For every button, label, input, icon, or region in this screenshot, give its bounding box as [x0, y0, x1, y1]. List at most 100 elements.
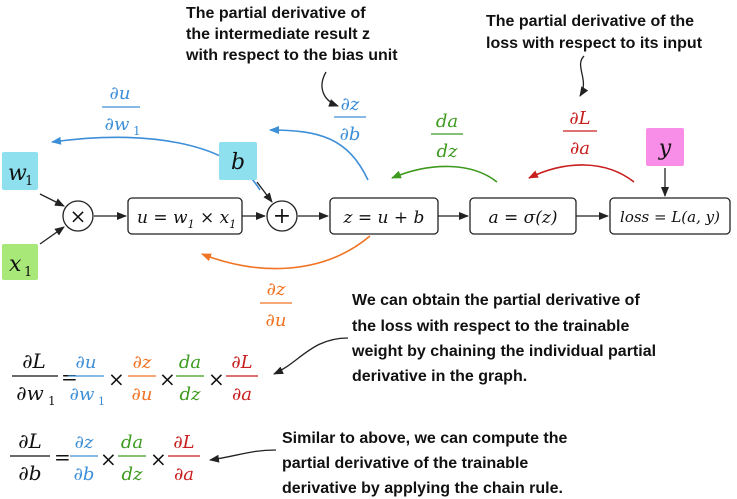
eq1-term-numerator: ∂L	[231, 352, 252, 373]
fraction-denominator: ∂w	[105, 114, 130, 135]
input-x1-subscript: 1	[24, 265, 32, 280]
eq1-lhs-numerator: ∂L	[22, 349, 46, 373]
multiply-symbol: ×	[70, 204, 87, 228]
label-dz-du: ∂z ∂u	[260, 279, 292, 331]
u-node-subscript: 1	[229, 218, 236, 231]
pointer-arrow	[209, 449, 277, 463]
pointer-arrow	[321, 71, 339, 107]
eq1-times: ×	[208, 367, 225, 391]
edge-b-plus	[256, 181, 273, 203]
eq1-term-numerator: ∂u	[76, 352, 97, 373]
u-node-lhs: u = w	[137, 208, 188, 228]
annotation-line: with respect to the bias unit	[185, 47, 398, 64]
eq1-term-numerator: ∂z	[133, 352, 152, 373]
eq2-term-denominator: ∂a	[174, 464, 194, 485]
fraction-subscript: 1	[133, 124, 141, 138]
eq2-times: ×	[100, 447, 117, 471]
label-da-dz: da dz	[431, 111, 463, 162]
plus-circle	[266, 200, 298, 232]
input-w1-subscript: 1	[25, 174, 33, 189]
equation-dL-db: ∂L ∂b = ∂z ∂b × da dz × ∂L ∂a	[10, 429, 200, 485]
eq2-lhs-denominator: ∂b	[18, 461, 41, 485]
eq2-lhs-numerator: ∂L	[18, 429, 42, 453]
annotation-line: the intermediate result z	[186, 26, 370, 43]
u-node: u = w1 × x1	[127, 197, 243, 235]
annotation-line: Similar to above, we can compute the	[282, 430, 568, 447]
a-node-formula: a = σ(z)	[488, 208, 557, 228]
eq1-term-subscript: 1	[98, 395, 105, 408]
eq1-lhs-subscript: 1	[48, 394, 56, 408]
eq1-times: ×	[108, 367, 125, 391]
input-w1-label: w	[8, 161, 27, 186]
eq1-term-denominator: ∂w	[70, 384, 95, 405]
u-node-formula: u = w1 × x1	[137, 208, 236, 231]
eq1-times: ×	[159, 367, 176, 391]
z-node-formula: z = u + b	[343, 208, 425, 228]
input-b-label: b	[231, 150, 245, 175]
input-x1-box	[2, 244, 38, 280]
plus-symbol: +	[273, 204, 291, 229]
annotation-line: weight by chaining the individual partia…	[351, 343, 656, 360]
a-node: a = σ(z)	[469, 197, 577, 235]
eq1-term-numerator: da	[179, 352, 201, 373]
fraction-denominator: dz	[436, 141, 458, 162]
eq1-lhs-denominator: ∂w	[16, 381, 43, 405]
plus-node: +	[266, 200, 298, 232]
fraction-denominator: ∂u	[266, 310, 287, 331]
annotation-bias-chain: Similar to above, we can compute the par…	[282, 430, 568, 497]
fraction-numerator: ∂u	[110, 83, 131, 104]
fraction-numerator: ∂z	[267, 279, 286, 300]
eq1-term-denominator: ∂a	[232, 384, 252, 405]
annotation-line: derivative by applying the chain rule.	[282, 480, 563, 497]
input-w1-box	[2, 152, 38, 190]
backprop-arc-da-dz	[391, 165, 498, 183]
fraction-denominator: ∂b	[340, 124, 361, 145]
loss-node-box	[609, 197, 731, 235]
annotation-bias-derivative: The partial derivative of the intermedia…	[185, 5, 398, 64]
multiply-circle	[62, 200, 94, 232]
label-du-dw1: ∂u ∂w 1	[102, 83, 141, 138]
eq2-term-numerator: ∂L	[173, 432, 194, 453]
eq2-equals: =	[54, 445, 71, 469]
input-y-label: y	[658, 136, 672, 161]
eq2-term-numerator: ∂z	[75, 432, 94, 453]
loss-node: loss = L(a, y)	[609, 197, 731, 235]
annotation-line: the loss with respect to the trainable	[352, 318, 629, 335]
z-node: z = u + b	[329, 197, 439, 235]
input-x1: x 1	[2, 244, 38, 280]
input-b-box	[219, 142, 257, 180]
fraction-numerator: ∂L	[569, 108, 590, 129]
annotation-line: partial derivative of the trainable	[282, 455, 528, 472]
eq2-times: ×	[150, 447, 167, 471]
backprop-arc-dz-du	[201, 235, 371, 270]
input-w1: w 1	[2, 152, 38, 190]
u-node-mid: × x	[195, 208, 230, 228]
edge-w1-multiply	[39, 193, 65, 207]
equation-dL-dw1: ∂L ∂w 1 = ∂u ∂w 1 × ∂z ∂u × da dz × ∂L ∂…	[12, 349, 258, 408]
fraction-denominator: ∂a	[570, 138, 590, 159]
annotation-line: The partial derivative of the	[486, 13, 694, 30]
annotation-line: We can obtain the partial derivative of	[352, 292, 640, 309]
backprop-arc-dz-db	[269, 126, 369, 181]
input-y-box	[646, 128, 684, 166]
eq1-term-denominator: ∂u	[132, 384, 153, 405]
eq2-term-numerator: da	[121, 432, 143, 453]
eq1-equals: =	[61, 365, 78, 389]
label-dz-db: ∂z ∂b	[334, 94, 366, 145]
input-y: y	[646, 128, 684, 166]
pointer-arrow	[579, 55, 589, 97]
annotation-line: derivative in the graph.	[352, 368, 527, 385]
annotation-line: loss with respect to its input	[486, 35, 703, 52]
multiply-node: ×	[62, 200, 94, 232]
pointer-arrow	[273, 337, 349, 375]
u-node-subscript: 1	[188, 218, 195, 231]
input-b: b	[219, 142, 257, 180]
annotation-line: The partial derivative of	[186, 5, 366, 22]
annotation-weight-chain: We can obtain the partial derivative of …	[351, 292, 656, 385]
annotation-loss-input-derivative: The partial derivative of the loss with …	[486, 13, 703, 52]
eq2-term-denominator: ∂b	[74, 464, 95, 485]
edge-x1-multiply	[39, 226, 65, 245]
eq1-term-denominator: dz	[179, 384, 201, 405]
input-x1-label: x	[9, 252, 22, 277]
